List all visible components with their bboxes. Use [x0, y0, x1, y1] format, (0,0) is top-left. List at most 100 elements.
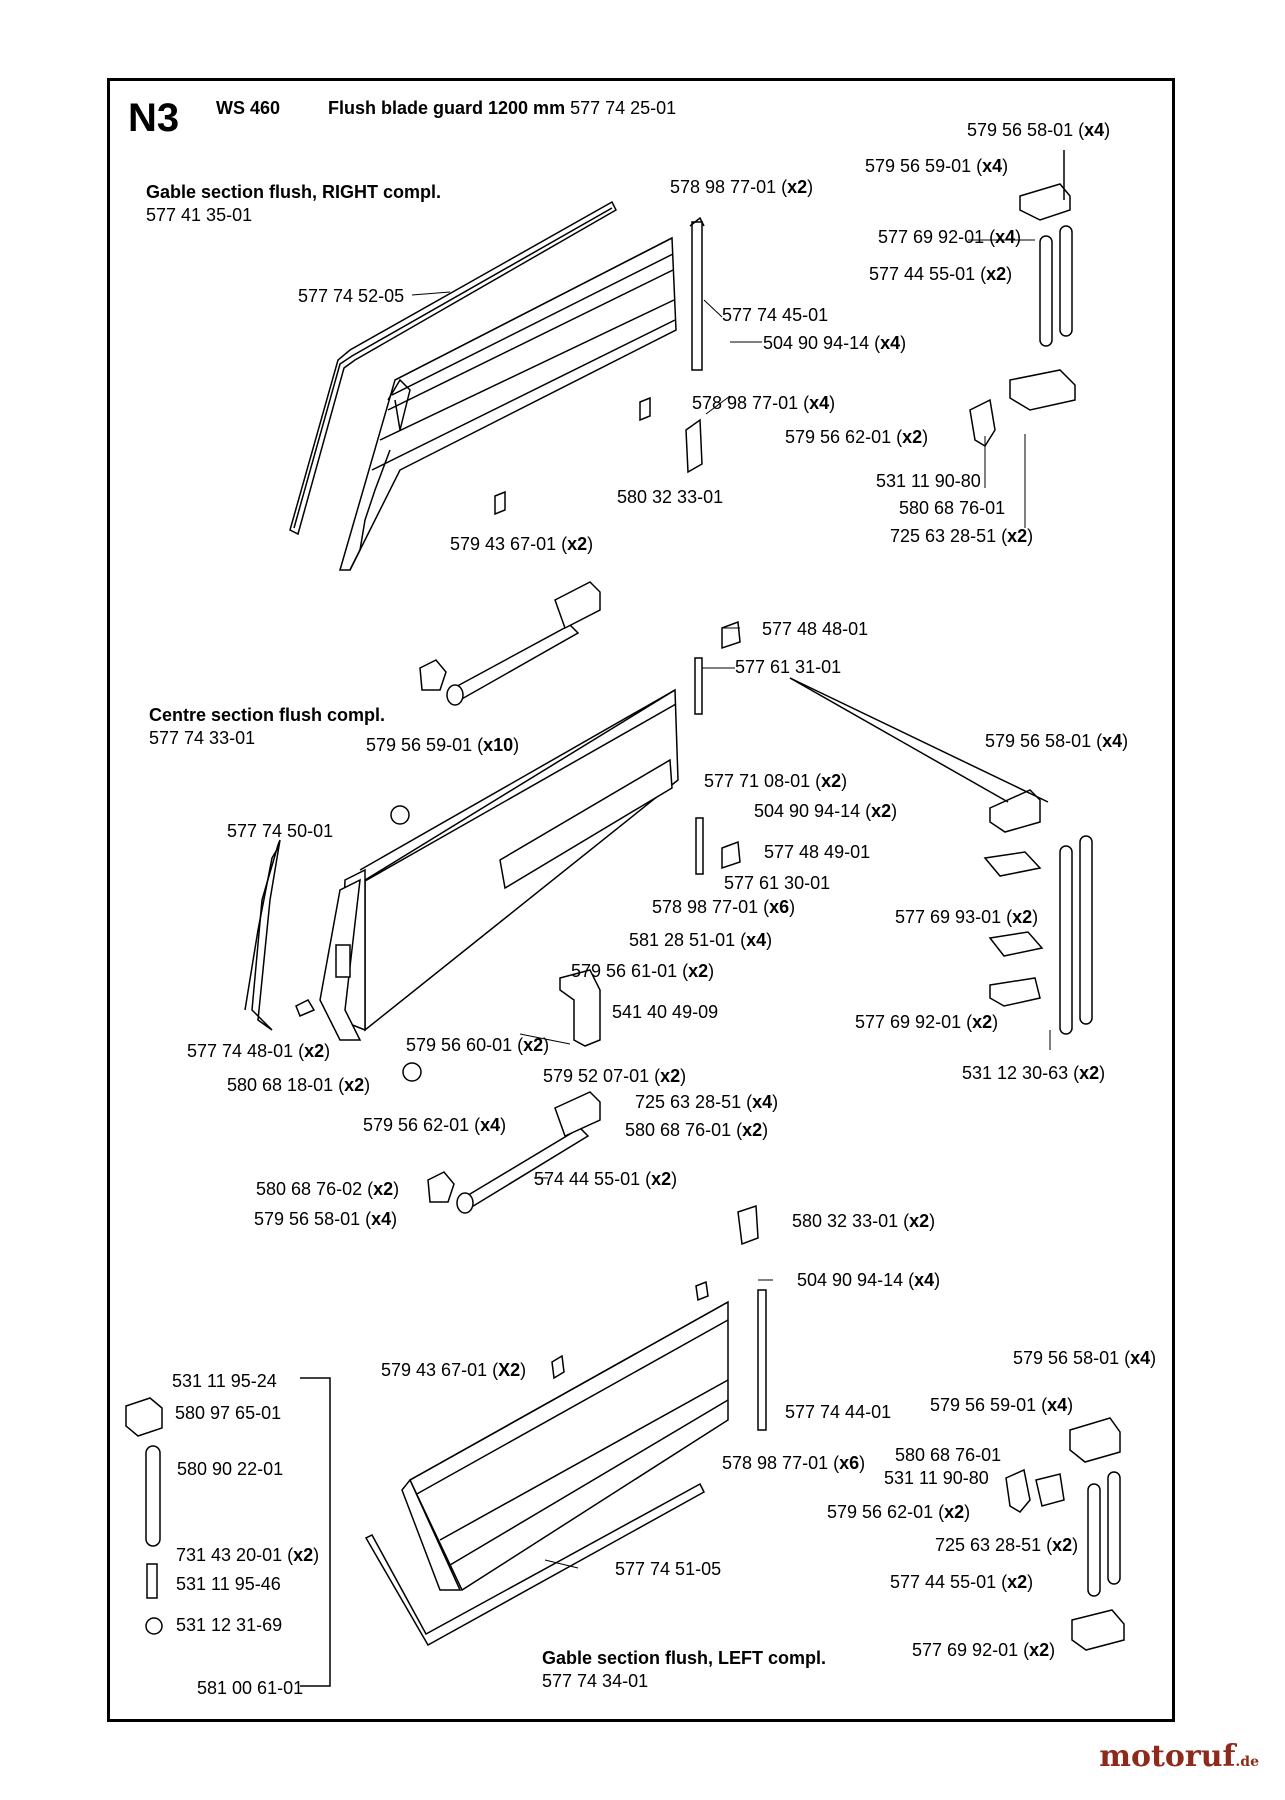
part-label-p3: 578 98 77-01 (x2)	[670, 177, 814, 197]
part-number: 577 48 48-01	[762, 619, 869, 639]
gable-right-panel	[339, 236, 677, 571]
part-number: 577 74 44-01	[785, 1402, 892, 1422]
part-label-p55: 577 69 92-01 (x2)	[912, 1640, 1056, 1660]
part-quantity: x2	[821, 771, 842, 791]
pin-assembly	[125, 1377, 331, 1687]
part-number: 531 11 95-46	[176, 1574, 281, 1594]
part-label-p57: 580 97 65-01	[175, 1404, 281, 1422]
centre-right-hinge	[789, 677, 1093, 1035]
part-label-p47: 577 74 44-01	[785, 1403, 891, 1421]
part-label-p51: 579 56 62-01 (x2)	[827, 1502, 971, 1522]
part-quantity: x4	[1047, 1395, 1068, 1415]
part-label-p43: 504 90 94-14 (x4)	[797, 1270, 941, 1290]
right-hinge-top	[969, 150, 1076, 448]
part-label-p61: 531 12 31-69	[176, 1616, 282, 1634]
centre-edge-profile	[251, 839, 281, 1031]
part-label-p5: 577 44 55-01 (x2)	[869, 264, 1013, 284]
assembly-title-number: 577 74 25-01	[570, 98, 677, 118]
part-label-p17: 577 61 31-01	[735, 658, 841, 676]
part-number: 577 71 08-01	[704, 771, 811, 791]
part-number: 574 44 55-01	[534, 1169, 641, 1189]
part-number: 581 28 51-01	[629, 930, 736, 950]
part-label-p59: 731 43 20-01 (x2)	[176, 1545, 320, 1565]
part-label-p23: 577 48 49-01	[764, 843, 870, 861]
assembly-title-text: Flush blade guard 1200 mm	[328, 98, 566, 118]
part-number: 577 69 92-01	[855, 1012, 962, 1032]
left-hinge	[1005, 1417, 1125, 1651]
part-number: 579 56 58-01	[254, 1209, 361, 1229]
part-quantity: x2	[1029, 1640, 1050, 1660]
part-label-p40: 574 44 55-01 (x2)	[534, 1169, 678, 1189]
centre-panel	[319, 688, 679, 1041]
part-quantity: x4	[1102, 731, 1123, 751]
part-label-p37: 579 56 62-01 (x4)	[363, 1115, 507, 1135]
foot	[295, 999, 316, 1017]
part-quantity: x4	[371, 1209, 392, 1229]
part-label-p13: 580 68 76-01	[899, 499, 1005, 517]
part-quantity: x2	[972, 1012, 993, 1032]
part-label-p50: 531 11 90-80	[884, 1469, 989, 1487]
part-number: 580 68 76-01	[625, 1120, 732, 1140]
part-quantity: x2	[1052, 1535, 1073, 1555]
part-label-p35: 579 52 07-01 (x2)	[543, 1066, 687, 1086]
section-title-gable-left: Gable section flush, LEFT compl.	[542, 1648, 827, 1668]
part-quantity: x2	[523, 1035, 544, 1055]
part-label-p31: 577 74 48-01 (x2)	[187, 1041, 331, 1061]
section-number-centre: 577 74 33-01	[149, 728, 256, 748]
part-number: 531 11 90-80	[884, 1468, 989, 1488]
part-number: 579 56 59-01	[865, 156, 972, 176]
part-label-p12: 531 11 90-80	[876, 472, 981, 490]
part-label-p33: 531 12 30-63 (x2)	[962, 1063, 1106, 1083]
part-label-p10: 579 56 62-01 (x2)	[785, 427, 929, 447]
part-label-p49: 578 98 77-01 (x6)	[722, 1453, 866, 1473]
part-label-p58: 580 90 22-01	[177, 1460, 283, 1478]
part-number: 581 00 61-01	[197, 1678, 304, 1698]
part-number: 580 32 33-01	[617, 487, 724, 507]
part-number: 579 52 07-01	[543, 1066, 650, 1086]
part-quantity: x2	[1007, 1572, 1028, 1592]
part-label-p9: 578 98 77-01 (x4)	[692, 393, 836, 413]
part-number: 579 56 62-01	[785, 427, 892, 447]
part-label-p6: 577 74 52-05	[298, 287, 404, 305]
part-number: 504 90 94-14	[754, 801, 861, 821]
part-number: 579 56 62-01	[827, 1502, 934, 1522]
part-label-p8: 504 90 94-14 (x4)	[763, 333, 907, 353]
leader-lines	[411, 239, 1051, 1569]
part-quantity: x2	[742, 1120, 763, 1140]
part-number: 578 98 77-01	[652, 897, 759, 917]
part-label-p1: 579 56 58-01 (x4)	[967, 120, 1111, 140]
part-number: 577 74 45-01	[722, 305, 829, 325]
part-number: 579 56 59-01	[366, 735, 473, 755]
part-label-p14: 725 63 28-51 (x2)	[890, 526, 1034, 546]
part-number: 580 32 33-01	[792, 1211, 899, 1231]
part-number: 578 98 77-01	[722, 1453, 829, 1473]
part-label-p28: 579 56 61-01 (x2)	[571, 961, 715, 981]
part-number: 577 48 49-01	[764, 842, 871, 862]
part-label-p18: 579 56 58-01 (x4)	[985, 731, 1129, 751]
part-number: 577 61 31-01	[735, 657, 842, 677]
section-number-gable-left: 577 74 34-01	[542, 1671, 649, 1691]
part-quantity: x2	[373, 1179, 394, 1199]
part-label-p44: 579 43 67-01 (X2)	[381, 1360, 527, 1380]
part-number: 578 98 77-01	[670, 177, 777, 197]
part-number: 577 44 55-01	[890, 1572, 997, 1592]
knob-bottom	[402, 1062, 422, 1082]
part-number: 580 90 22-01	[177, 1459, 284, 1479]
part-quantity: x4	[809, 393, 830, 413]
part-quantity: x2	[902, 427, 923, 447]
part-quantity: x2	[871, 801, 892, 821]
part-quantity: X2	[498, 1360, 521, 1380]
part-number: 577 74 51-05	[615, 1559, 722, 1579]
part-number: 531 12 30-63	[962, 1063, 1069, 1083]
watermark-tld: .de	[1235, 1754, 1259, 1770]
part-quantity: x4	[746, 930, 767, 950]
part-label-p36: 725 63 28-51 (x4)	[635, 1092, 779, 1112]
part-number: 531 11 95-24	[172, 1371, 277, 1391]
assembly-title: Flush blade guard 1200 mm 577 74 25-01	[328, 99, 676, 117]
knob-top	[390, 805, 410, 825]
watermark: motoruf.de	[1099, 1739, 1259, 1774]
part-quantity: x2	[567, 534, 588, 554]
part-label-p25: 578 98 77-01 (x6)	[652, 897, 796, 917]
part-label-p41: 579 56 58-01 (x4)	[254, 1209, 398, 1229]
